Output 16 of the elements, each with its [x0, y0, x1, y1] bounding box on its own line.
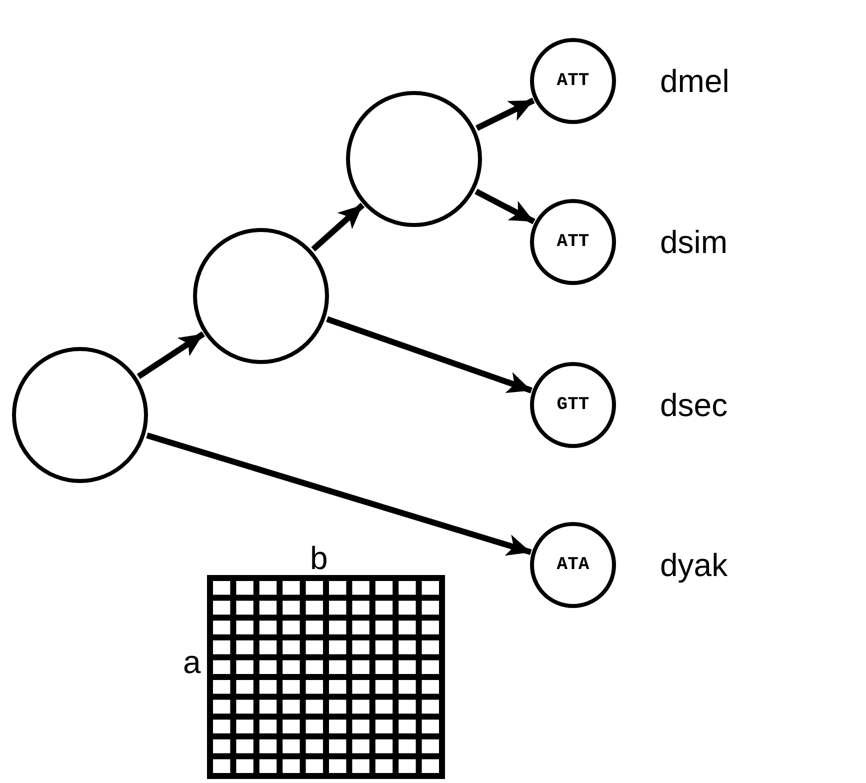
axis-letter: b	[310, 542, 328, 574]
arrow	[311, 202, 365, 252]
sequence-label: ATA	[556, 555, 590, 575]
axis-letter: a	[183, 646, 201, 678]
sequence-label: ATT	[556, 71, 590, 91]
sequence-label: GTT	[556, 395, 590, 415]
species-label: dsim	[660, 226, 728, 258]
arrow	[474, 188, 536, 224]
arrow	[326, 316, 532, 394]
arrow	[146, 432, 532, 556]
species-label: dsec	[660, 389, 728, 421]
arrow	[476, 98, 535, 131]
sequence-label: ATT	[556, 232, 590, 252]
species-label: dmel	[660, 65, 730, 97]
species-label: dyak	[660, 549, 728, 581]
arrow	[136, 331, 205, 380]
